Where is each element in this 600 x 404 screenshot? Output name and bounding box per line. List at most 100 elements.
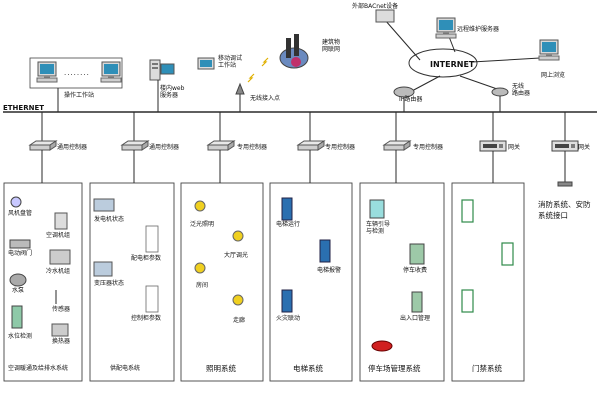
hvac-item-exchanger: 换热器 [52, 338, 71, 345]
link-wrouter [459, 75, 501, 91]
door-icon-1 [461, 199, 474, 223]
elevator-icon-2 [319, 239, 331, 263]
access-title: 门禁系统 [472, 364, 502, 373]
light-item-flood: 泛光照明 [190, 221, 215, 228]
gateway-icon-2 [551, 140, 579, 152]
bacnet-device-icon [375, 9, 395, 23]
fan-coil-icon [10, 196, 22, 208]
elev-item-run: 电梯运行 [276, 221, 301, 228]
mobile-station-label: 移动调试 工作站 [218, 55, 243, 69]
light-item-corridor: 走廊 [233, 317, 246, 324]
controller-label-5: 专用控制器 [413, 144, 444, 151]
hvac-item-fancoil: 风机盘管 [8, 210, 33, 217]
remote-service-label: 远程维护服务器 [457, 26, 500, 33]
router-label: 无线 路由器 [512, 83, 531, 97]
ap-antenna-icon [235, 82, 245, 95]
light-title: 照明系统 [206, 364, 236, 373]
gateway-label-2: 网关 [578, 144, 591, 151]
link-iprouter [409, 75, 441, 93]
system-panel-3 [180, 182, 264, 382]
park-item-gate: 出入口管理 [400, 315, 431, 322]
link-web [471, 57, 541, 63]
hvac-item-sensor: 传感器 [52, 306, 71, 313]
power-item-transformer: 变压器状态 [94, 280, 125, 287]
control-cabinet-icon [145, 285, 159, 313]
link-bacnet [384, 19, 421, 61]
system-panel-6 [451, 182, 525, 382]
ap-label: 无线接入点 [250, 95, 281, 102]
chiller-icon [49, 249, 71, 265]
web-browse-label: 网上浏览 [541, 72, 566, 79]
operator-pc-2 [100, 61, 122, 83]
controller-icon-4 [296, 140, 326, 151]
fee-booth-icon [409, 243, 425, 265]
exchanger-icon [51, 323, 69, 337]
building-tower-2 [294, 34, 299, 56]
fire-security-label: 消防系统、安防 系统接口 [538, 200, 591, 220]
gateway-icon-1 [479, 140, 507, 152]
park-title: 停车场管理系统 [368, 364, 421, 373]
power-item-panel: 配电柜参数 [131, 255, 162, 262]
gateway-label-1: 网关 [508, 144, 521, 151]
car-icon [371, 340, 393, 352]
transformer-icon [93, 261, 113, 277]
internet-label: INTERNET [430, 60, 475, 69]
operator-station-label: 操作工作站 [64, 92, 95, 99]
wireless-bolt-1 [247, 73, 255, 83]
operator-pc-1 [36, 61, 58, 83]
station-dots: ........ [64, 69, 90, 77]
hvac-title: 空调暖通及给排水系统 [8, 365, 69, 372]
system-panel-1 [3, 182, 83, 382]
wireless-bolt-2 [261, 57, 269, 67]
system-panel-5 [359, 182, 445, 382]
controller-label-2: 通用控制器 [149, 144, 180, 151]
controller-label-4: 专用控制器 [325, 144, 356, 151]
valve-icon [9, 239, 31, 249]
elev-item-alarm: 电梯报警 [317, 267, 342, 274]
power-title: 供配电系统 [110, 365, 141, 372]
ip-router-label: IP路由器 [399, 96, 423, 103]
door-icon-2 [501, 242, 514, 266]
web-server-icon [149, 59, 175, 81]
bulb-icon-4 [232, 294, 244, 306]
door-icon-3 [461, 289, 474, 313]
controller-label-3: 专用控制器 [237, 144, 268, 151]
generator-icon [93, 198, 115, 212]
controller-label-1: 通用控制器 [57, 144, 88, 151]
elevator-icon-3 [281, 289, 293, 313]
system-panel-2 [89, 182, 175, 382]
hvac-item-pump: 水泵 [12, 287, 25, 294]
power-item-generator: 发电机状态 [94, 216, 125, 223]
ethernet-label: ETHERNET [3, 104, 45, 112]
hvac-item-level: 水位检测 [8, 333, 33, 340]
level-icon [11, 305, 23, 329]
building-iot-dot [291, 57, 301, 67]
internet-cloud-icon [408, 48, 478, 78]
park-item-fee: 停车收费 [403, 267, 428, 274]
light-item-hall: 大厅调光 [224, 252, 249, 259]
power-item-control: 控制柜参数 [131, 315, 162, 322]
controller-icon-3 [206, 140, 236, 151]
hvac-item-ahu: 空调机组 [46, 232, 71, 239]
web-browse-pc-icon [538, 39, 560, 61]
controller-icon-1 [28, 140, 58, 151]
panel-cabinet-icon [145, 225, 159, 253]
hvac-item-chiller: 冷水机组 [46, 268, 71, 275]
bacnet-label: 外部BACnet设备 [352, 3, 399, 10]
gate-icon [411, 291, 423, 313]
bulb-icon-2 [232, 230, 244, 242]
park-item-guide: 车辆引导 与检测 [366, 221, 391, 235]
elev-item-fire: 火灾联动 [276, 315, 301, 322]
building-tower-1 [286, 38, 291, 58]
bulb-icon-1 [194, 200, 206, 212]
web-server-label: 楼内web 服务器 [160, 85, 185, 99]
laptop-screen [200, 60, 212, 67]
elev-title: 电梯系统 [293, 364, 323, 373]
guide-icon [369, 199, 385, 219]
elevator-icon-1 [281, 197, 293, 221]
operator-station-group [29, 57, 123, 89]
remote-server-icon [435, 17, 457, 39]
building-iot-label: 建筑物 网联网 [322, 39, 341, 53]
